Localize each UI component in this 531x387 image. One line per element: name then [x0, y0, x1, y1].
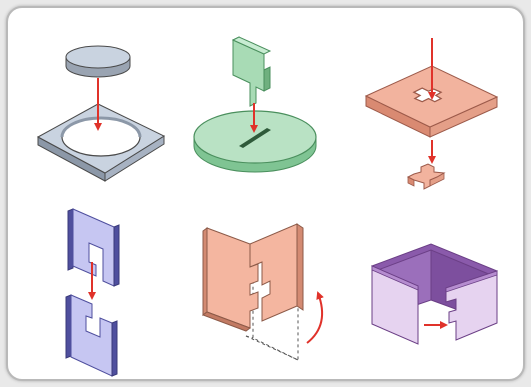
disc-slot: [239, 128, 271, 148]
cross-key: [406, 163, 446, 190]
panel-disc-into-hole: [36, 45, 166, 182]
cross-hole: [412, 87, 443, 103]
panel-t-tab-into-slot: [193, 36, 317, 173]
panel-box-corner: [370, 243, 499, 345]
lower-hook-plate: [70, 294, 113, 377]
t-shaped-tab: [232, 39, 265, 107]
rotation-arrow: [306, 291, 324, 344]
panel-folding-joint: [201, 223, 324, 361]
left-slotted-wing: [206, 227, 259, 329]
panel-cross-key: [364, 38, 499, 190]
upper-hook-plate: [72, 208, 115, 287]
round-disc: [65, 45, 131, 69]
panel-hook-interlock: [65, 208, 120, 377]
right-front-wall: [445, 270, 498, 341]
